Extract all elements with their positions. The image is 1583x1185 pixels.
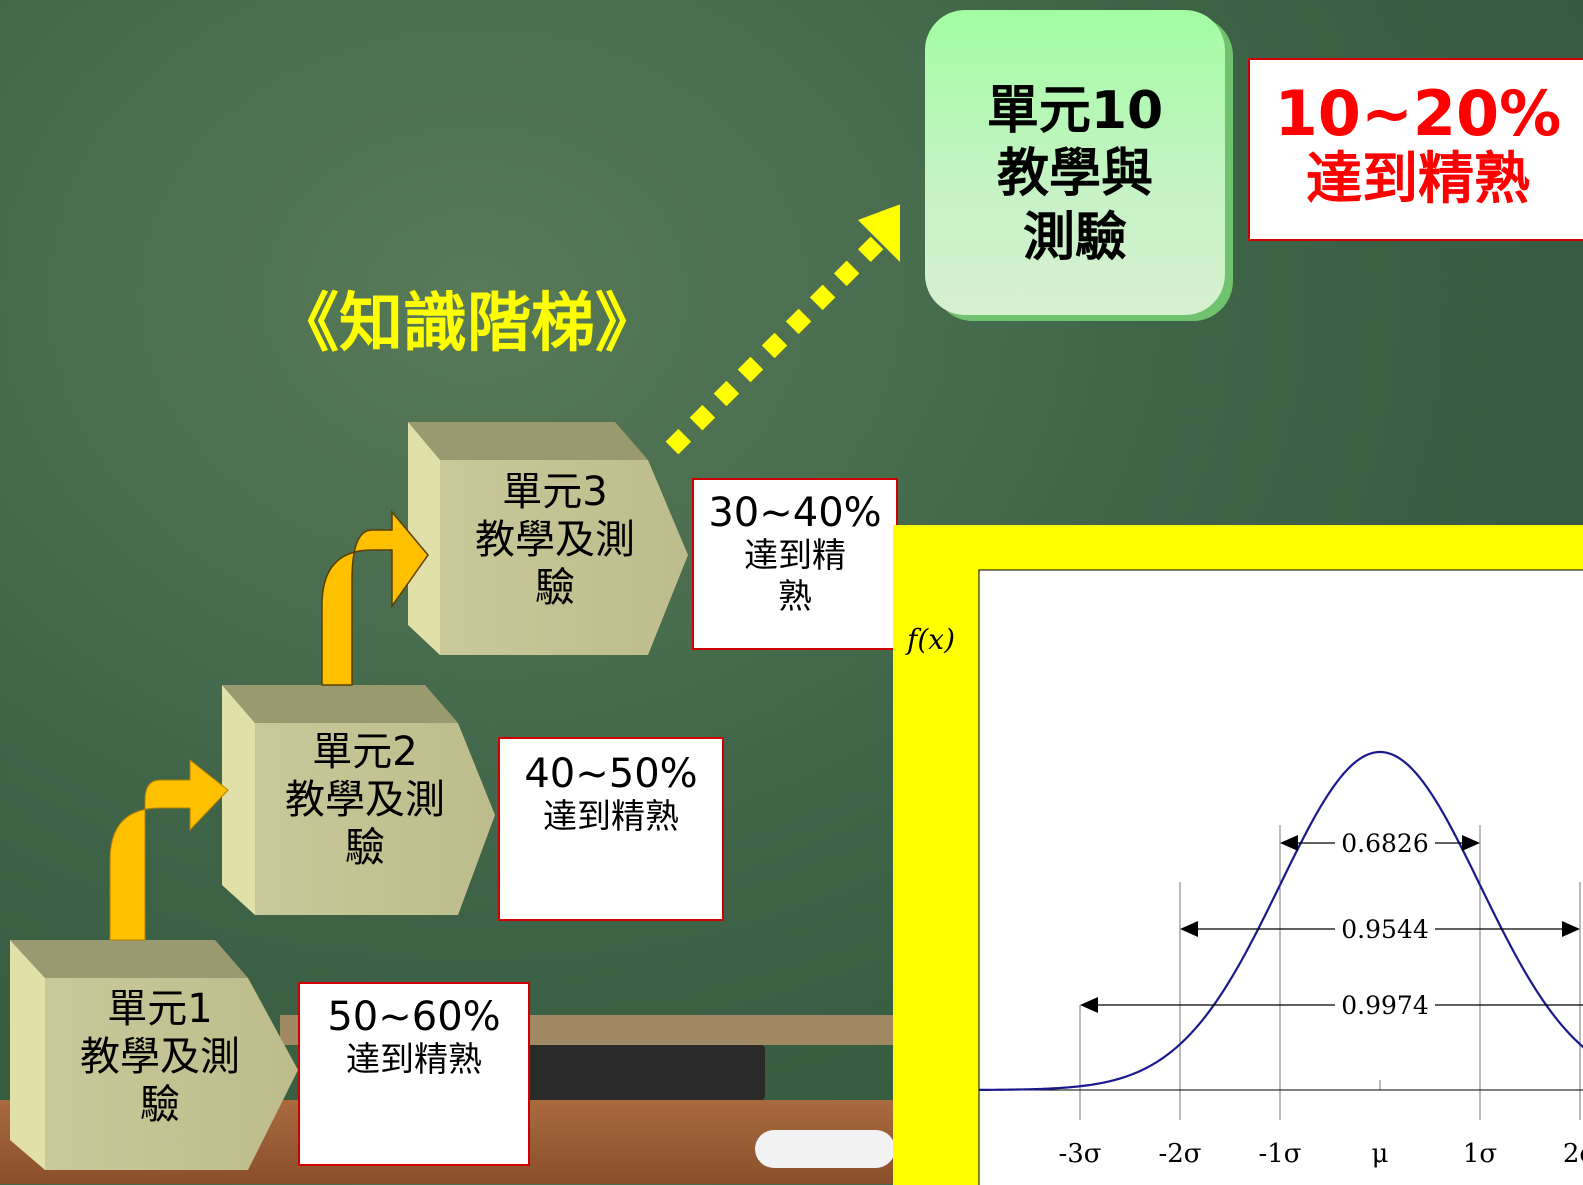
x-tick-label: -1σ: [1258, 1139, 1301, 1169]
y-axis-label: f(x): [905, 623, 955, 656]
step-3-mastery-b: 熟: [778, 576, 812, 617]
eraser: [525, 1045, 765, 1100]
step-1-line3: 驗: [140, 1082, 180, 1128]
x-tick-label: μ: [1372, 1139, 1389, 1169]
step-2-line2: 教學及測: [285, 777, 445, 823]
step-1-unit: 單元1: [107, 986, 213, 1032]
curved-arrow-icon: [109, 758, 229, 941]
step-block-2: [222, 685, 495, 915]
density-curve: [978, 750, 1583, 1091]
step-1-label: 單元1 教學及測 驗: [45, 985, 275, 1129]
step-1-mastery: 達到精熟: [346, 1040, 482, 1080]
step-3-label: 單元3 教學及測 驗: [440, 468, 670, 612]
target-percent: 10~20%: [1274, 77, 1562, 150]
target-unit-box: 單元10 教學與 測驗: [925, 10, 1225, 315]
target-percent-box: 10~20% 達到精熟: [1248, 58, 1583, 241]
step-3-line3: 驗: [535, 565, 575, 611]
dotted-arrow-icon: [665, 204, 900, 455]
step-2-percent-box: 40~50% 達到精熟: [498, 737, 724, 921]
chalk-piece: [755, 1130, 895, 1168]
step-3-line2: 教學及測: [475, 517, 635, 563]
sigma-gridlines: [979, 825, 1583, 1120]
step-1-percent-box: 50~60% 達到精熟: [298, 982, 530, 1166]
interval-arrows: 0.6826 0.9544 0.9974: [1080, 829, 1583, 1020]
x-tick-label: 2σ: [1563, 1139, 1583, 1169]
x-tick-labels: -3σ -2σ -1σ μ 1σ 2σ: [1058, 1139, 1583, 1169]
target-line2: 教學與: [996, 144, 1153, 205]
step-1-percent: 50~60%: [327, 994, 501, 1040]
interval-probability-label: 0.9544: [1341, 915, 1428, 944]
x-tick-label: -3σ: [1058, 1139, 1101, 1169]
interval-arrow: 0.9544: [1180, 915, 1580, 944]
interval-arrow: 0.6826: [1280, 829, 1480, 858]
x-tick-label: 1σ: [1463, 1139, 1497, 1169]
interval-probability-label: 0.6826: [1341, 829, 1428, 858]
chart-svg: 0.6826 0.9544 0.9974 -3σ -2σ -1σ μ 1σ 2σ f(x): [905, 569, 1583, 1185]
target-mastery: 達到精熟: [1306, 147, 1530, 213]
staircase-graphic: [10, 204, 900, 1170]
step-2-mastery: 達到精熟: [543, 797, 679, 837]
target-unit: 單元10: [986, 81, 1164, 141]
step-1-line2: 教學及測: [80, 1034, 240, 1080]
step-3-mastery-a: 達到精: [744, 536, 846, 576]
page-title: 《知識階梯》: [275, 287, 659, 361]
step-2-line3: 驗: [345, 825, 385, 871]
x-tick-label: -2σ: [1158, 1139, 1201, 1169]
step-3-percent: 30~40%: [708, 490, 882, 536]
step-block-3: [408, 422, 688, 655]
step-3-percent-box: 30~40% 達到精 熟: [692, 478, 898, 650]
curved-arrow-icon: [321, 509, 429, 686]
normal-distribution-chart: 0.6826 0.9544 0.9974 -3σ -2σ -1σ μ 1σ 2σ f(x): [893, 525, 1583, 1185]
step-2-percent: 40~50%: [524, 751, 698, 797]
step-2-label: 單元2 教學及測 驗: [255, 728, 475, 872]
step-2-unit: 單元2: [312, 729, 418, 775]
interval-arrow: 0.9974: [1080, 991, 1583, 1020]
target-line3: 測驗: [1022, 207, 1127, 268]
step-3-unit: 單元3: [502, 469, 608, 515]
interval-probability-label: 0.9974: [1341, 991, 1428, 1020]
plot-area: [978, 569, 1583, 1185]
step-block-1: [10, 940, 298, 1170]
